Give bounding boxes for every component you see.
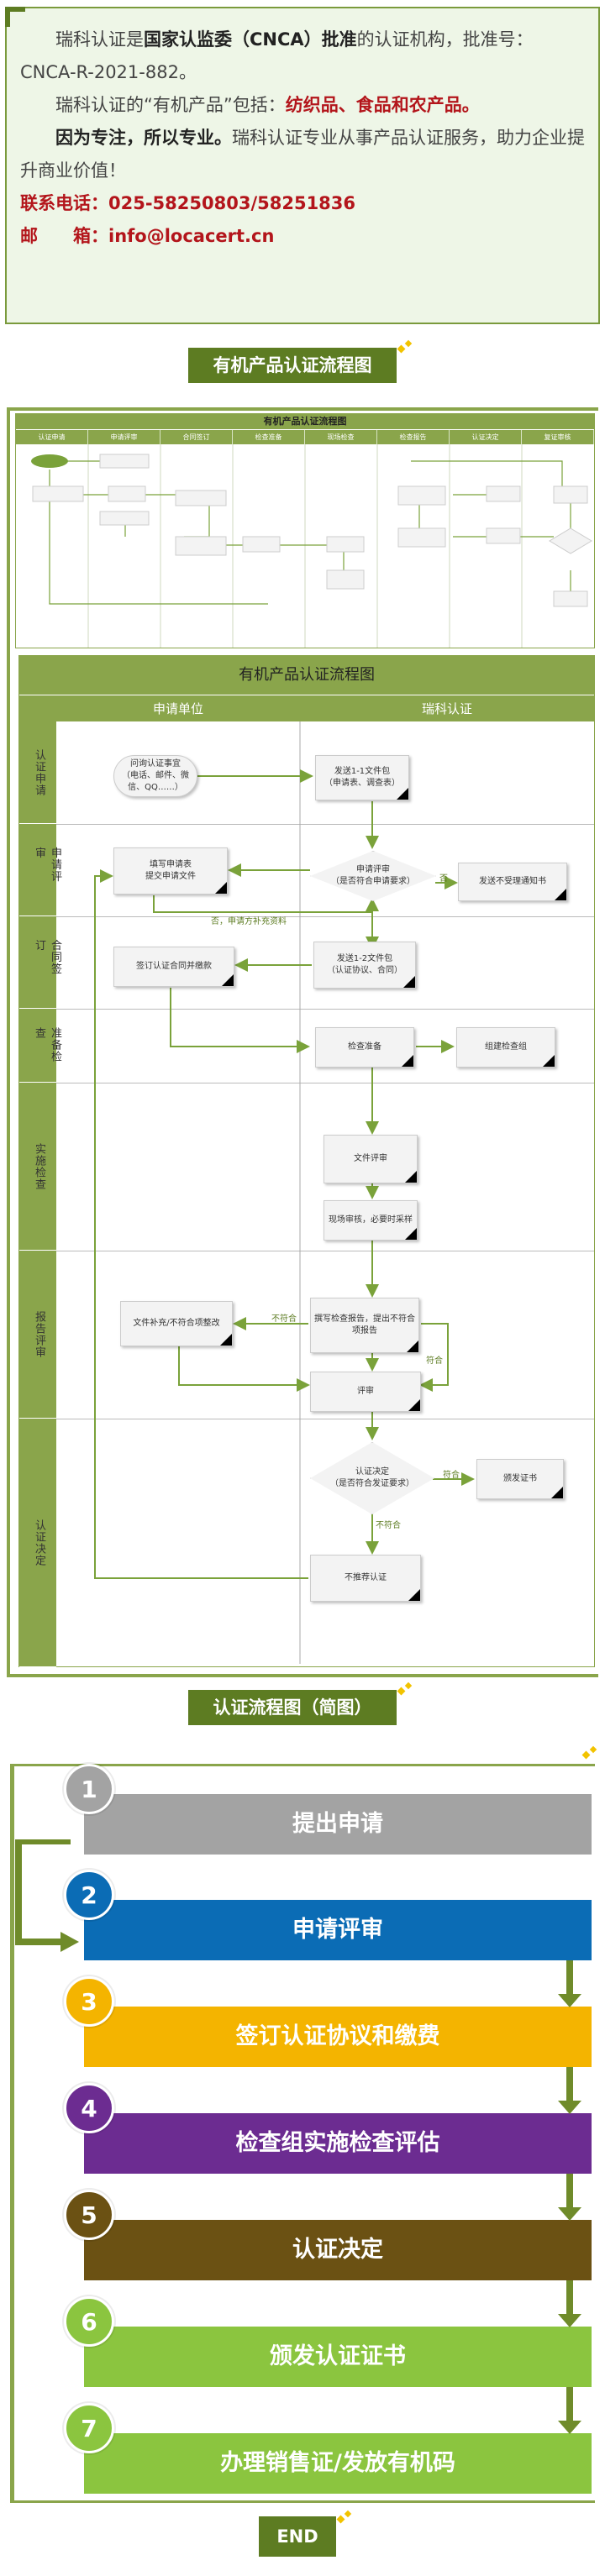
intro-paragraph-3: 因为专注，所以专业。瑞科认证专业从事产品认证服务，助力企业提升商业价值！ (20, 128, 585, 181)
step-6-bar: 颁发认证证书 (84, 2327, 592, 2387)
swimlane-flowchart: 有机产品认证流程图 申请单位 瑞科认证 认证申请 申请评审 合同签订 准备检查 … (18, 655, 595, 1667)
down-arrow-icon (558, 2280, 581, 2327)
contact-email: 邮 箱：info@locacert.cn (20, 226, 275, 246)
end-label: END (259, 2516, 336, 2557)
step-3-number-badge: 3 (64, 1976, 114, 2027)
column-header: 认证决定 (450, 430, 522, 444)
step-5-bar: 认证决定 (84, 2220, 592, 2280)
step-7-bar: 办理销售证/发放有机码 (84, 2433, 592, 2494)
step-6-number-badge: 6 (64, 2296, 114, 2347)
frame-line (7, 1674, 598, 1677)
sparkle-icon (398, 341, 413, 353)
column-header-blank (19, 695, 56, 721)
lane-header: 申请评审 (19, 824, 61, 916)
lane-header: 准备检查 (19, 1009, 61, 1083)
sparkle-icon (398, 1683, 413, 1695)
flow-label: 不符合 (271, 1314, 297, 1324)
down-arrow-icon (558, 1960, 581, 2007)
lane-header: 报告评审 (19, 1251, 56, 1419)
entry-arrow (15, 1839, 79, 1952)
step-5-number-badge: 5 (64, 2190, 114, 2240)
down-arrow-icon (558, 2067, 581, 2114)
down-arrow-icon (558, 2387, 581, 2434)
lane-separator (56, 1009, 594, 1010)
frame-line (7, 407, 598, 411)
step-4-number-badge: 4 (64, 2083, 114, 2133)
down-arrow-icon (558, 2174, 581, 2221)
steps-frame (10, 1764, 595, 2503)
sparkle-icon (583, 1747, 598, 1759)
flow-box-prepare-check: 检查准备 (315, 1027, 414, 1068)
frame-line (10, 1764, 14, 2503)
lane-header: 认证申请 (19, 721, 56, 824)
section-label-flowchart: 有机产品认证流程图 (188, 348, 397, 383)
flow-label: 不符合 (376, 1521, 401, 1530)
flow-box-report: 撰写检查报告，提出不符合项报告 (310, 1298, 419, 1353)
swimlane-connectors (94, 721, 475, 1664)
step-4-bar: 检查组实施检查评估 (84, 2113, 592, 2174)
flow-box-form-team: 组建检查组 (456, 1027, 555, 1068)
column-header: 合同签订 (160, 430, 233, 444)
column-header-applicant: 申请单位 (56, 695, 300, 721)
intro-panel: 瑞科认证是国家认监委（CNCA）批准的认证机构，批准号：CNCA-R-2021-… (5, 7, 600, 324)
intro-paragraph-1: 瑞科认证是国家认监委（CNCA）批准的认证机构，批准号：CNCA-R-2021-… (20, 29, 534, 82)
flow-box-issue-certificate: 颁发证书 (476, 1459, 564, 1499)
swimlane-title: 有机产品认证流程图 (19, 656, 594, 695)
contact-phone: 联系电话：025-58250803/58251836 (20, 193, 356, 213)
corner-decoration (5, 7, 25, 27)
flow-box-send-docs-1: 发送1-1文件包 （申请表、调查表） (315, 755, 409, 800)
step-3-bar: 签订认证协议和缴费 (84, 2007, 592, 2067)
detailed-flowchart-graphic (31, 444, 592, 648)
column-header-certifier: 瑞科认证 (300, 695, 594, 721)
lane-header: 合同签订 (19, 916, 61, 1009)
flow-box-fill-application: 填写申请表 提交申请文件 (113, 847, 228, 895)
frame-line (7, 407, 10, 1677)
section-label-simple-flow: 认证流程图（简图） (188, 1690, 397, 1725)
lane-header: 认证决定 (19, 1419, 56, 1667)
column-header: 检查准备 (233, 430, 305, 444)
flow-label: 符合 (426, 1356, 443, 1366)
detailed-flowchart: 有机产品认证流程图 认证申请 申请评审 合同签订 检查准备 现场检查 检查报告 … (15, 413, 595, 648)
flow-label: 符合 (443, 1471, 460, 1480)
flow-box-document-review: 文件评审 (324, 1135, 418, 1183)
intro-paragraph-2: 瑞科认证的“有机产品”包括：纺织品、食品和农产品。 (55, 95, 480, 115)
flow-label: 否，申请方补充资料 (211, 917, 287, 926)
column-header: 检查报告 (377, 430, 450, 444)
flow-box-fix: 文件补充/不符合项整改 (120, 1301, 233, 1346)
column-header: 认证申请 (16, 430, 88, 444)
flow-box-consult: 问询认证事宜 （电话、邮件、微信、QQ……） (113, 755, 197, 797)
flow-box-site-check: 现场审核，必要时采样 (324, 1200, 418, 1241)
flow-label: 否 (439, 874, 448, 884)
frame-line (10, 1764, 595, 1766)
flow-box-sign-pay: 签订认证合同并缴款 (113, 947, 234, 987)
step-2-bar: 申请评审 (84, 1900, 592, 1960)
step-7-number-badge: 7 (64, 2403, 114, 2453)
flowchart-frame (7, 407, 598, 1677)
frame-line (10, 2500, 595, 2503)
lane-separator (56, 916, 594, 917)
sparkle-icon (338, 2511, 353, 2523)
step-1-bar: 提出申请 (84, 1794, 592, 1855)
detailed-flowchart-columns: 认证申请 申请评审 合同签订 检查准备 现场检查 检查报告 认证决定 复证审核 (16, 429, 594, 444)
column-header: 复证审核 (522, 430, 594, 444)
flow-box-evaluate: 评审 (310, 1372, 421, 1412)
lane-header: 实施检查 (19, 1083, 56, 1251)
column-header: 现场检查 (305, 430, 377, 444)
flow-box-not-accept: 发送不受理通知书 (458, 863, 567, 901)
detailed-flowchart-title: 有机产品认证流程图 (16, 414, 594, 429)
step-2-number-badge: 2 (64, 1870, 114, 1920)
column-header: 申请评审 (88, 430, 160, 444)
flow-box-send-docs-2: 发送1-2文件包 （认证协议、合同） (313, 942, 416, 989)
lane-separator (56, 824, 594, 825)
step-1-number-badge: 1 (64, 1764, 114, 1814)
flow-box-reject: 不推荐认证 (310, 1555, 421, 1602)
